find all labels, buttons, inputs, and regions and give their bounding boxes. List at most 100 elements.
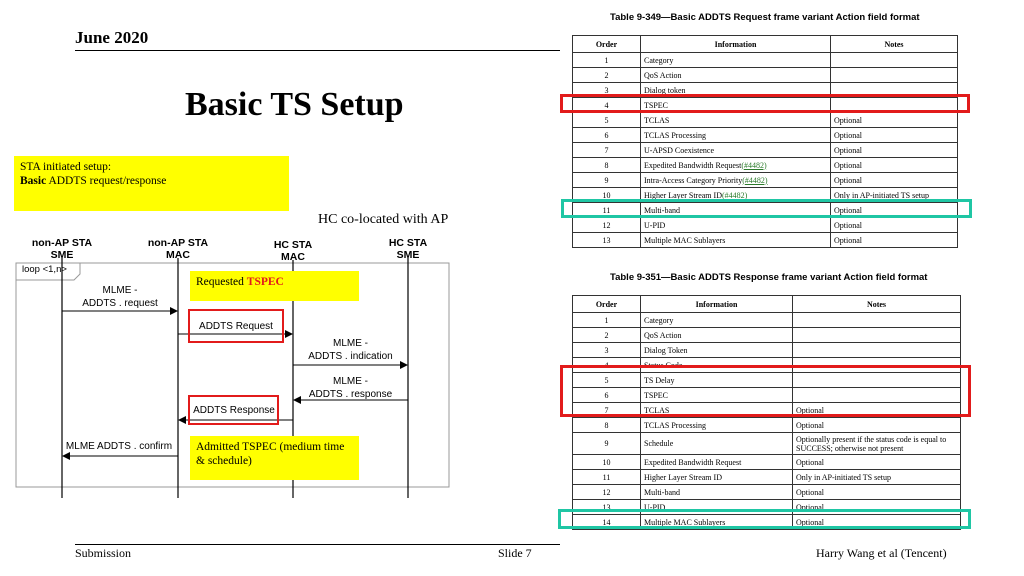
cell-information-text: Multi-band [644,205,680,215]
highlight-table1-multiband [561,199,972,218]
lane-header-line: SME [50,249,74,261]
note-admitted-tspec: Admitted TSPEC (medium time & schedule) [190,436,359,480]
cell-information: TCLAS Processing [640,127,831,143]
cell-information-link[interactable]: (#4482) [742,175,768,185]
msg-mlme-confirm: MLME ADDTS . confirm [65,441,173,452]
cell-information: Category [640,52,831,68]
cell-information-text: QoS Action [644,70,682,80]
cell-information-text: TSPEC [644,390,669,400]
cell-order: 7 [572,142,641,158]
msg-line: MLME - [333,376,368,387]
cell-information-text: TCLAS [644,115,670,125]
table-header-cell: Order [572,35,641,53]
cell-order: 13 [572,232,641,248]
cell-notes: Optionally present if the status code is… [792,432,961,455]
cell-information-text: Higher Layer Stream ID [644,190,722,200]
cell-notes: Optional [792,454,961,470]
cell-information: Expedited Bandwidth Request(#4482) [640,157,831,173]
lane-header-line: MAC [281,251,305,263]
footer-slide-number: Slide 7 [498,546,532,560]
cell-information-link[interactable]: (#4482) [721,190,748,200]
cell-notes: Optional [830,112,958,128]
note-requested-tspec: Requested TSPEC [190,271,359,301]
table1-caption: Table 9-349—Basic ADDTS Request frame va… [610,12,920,23]
cell-information-text: TCLAS [644,405,670,415]
lane-header-line: SME [396,249,420,261]
cell-information: Multi-band [640,484,793,500]
cell-order: 11 [572,469,641,485]
sta-setup-rest: ADDTS request/response [46,175,167,187]
cell-information-text: Intra-Access Category Priority [644,175,743,185]
highlight-table1-tspec [560,94,970,113]
cell-information-text: U-APSD Coexistence [644,145,714,155]
lane-header-hc-mac: HC STA MAC [253,239,333,263]
sequence-diagram [15,258,450,498]
cell-order: 3 [572,342,641,358]
sta-setup-bold-word: Basic [20,175,47,187]
cell-information-text: Expedited Bandwidth Request [644,160,742,170]
cell-order: 2 [572,327,641,343]
lane-header-line: MAC [166,249,190,261]
cell-information-link[interactable]: (#4482) [741,160,767,170]
table-header-cell: Information [640,295,793,313]
cell-information-text: Higher Layer Stream ID [644,472,722,482]
lane-header-sta-sme: non-AP STA SME [22,237,102,261]
cell-notes: Optional [792,484,961,500]
cell-information-text: Dialog Token [644,345,688,355]
cell-notes: Optional [830,127,958,143]
cell-information-text: Multiple MAC Sublayers [644,235,726,245]
sta-setup-line2: Basic ADDTS request/response [20,174,283,188]
cell-notes: Optional [830,232,958,248]
cell-order: 2 [572,67,641,83]
table2-caption: Table 9-351—Basic ADDTS Response frame v… [610,272,928,283]
lane-header-line: HC STA [388,237,428,249]
sta-setup-note: STA initiated setup: Basic ADDTS request… [14,156,289,211]
msg-line: MLME - [333,338,368,349]
msg-line: MLME - [102,285,138,296]
msg-line: ADDTS . response [308,389,393,400]
cell-information: U-PID [640,217,831,233]
cell-order: 6 [572,127,641,143]
cell-information: QoS Action [640,327,793,343]
table-header-cell: Order [572,295,641,313]
cell-information-text: Dialog token [644,85,686,95]
highlight-table2-multiband [558,509,971,529]
header-divider [75,50,560,51]
sta-setup-line1: STA initiated setup: [20,161,112,173]
table-header-cell: Information [640,35,831,53]
cell-information-text: Multi-band [644,487,680,497]
cell-order: 8 [572,157,641,173]
msg-line: ADDTS . request [82,298,158,309]
msg-mlme-indication: MLME - ADDTS . indication [298,337,403,363]
cell-information-text: TCLAS Processing [644,420,706,430]
lane-header-hc-sme: HC STA SME [368,237,448,261]
cell-order: 5 [572,112,641,128]
table-header-cell: Notes [792,295,961,313]
cell-information: Category [640,312,793,328]
cell-information-text: Category [644,55,674,65]
cell-information-text: TSPEC [644,100,669,110]
cell-notes [792,312,961,328]
lane-header-line: non-AP STA [31,237,93,249]
table-header-cell: Notes [830,35,958,53]
note-requested-highlight: TSPEC [246,276,284,288]
cell-order: 8 [572,417,641,433]
cell-information: TCLAS [640,112,831,128]
slide-title: Basic TS Setup [185,86,404,123]
loop-tab [15,262,81,281]
cell-information: Multiple MAC Sublayers [640,232,831,248]
cell-information: Schedule [640,432,793,455]
footer-submission: Submission [75,546,132,560]
cell-information: QoS Action [640,67,831,83]
